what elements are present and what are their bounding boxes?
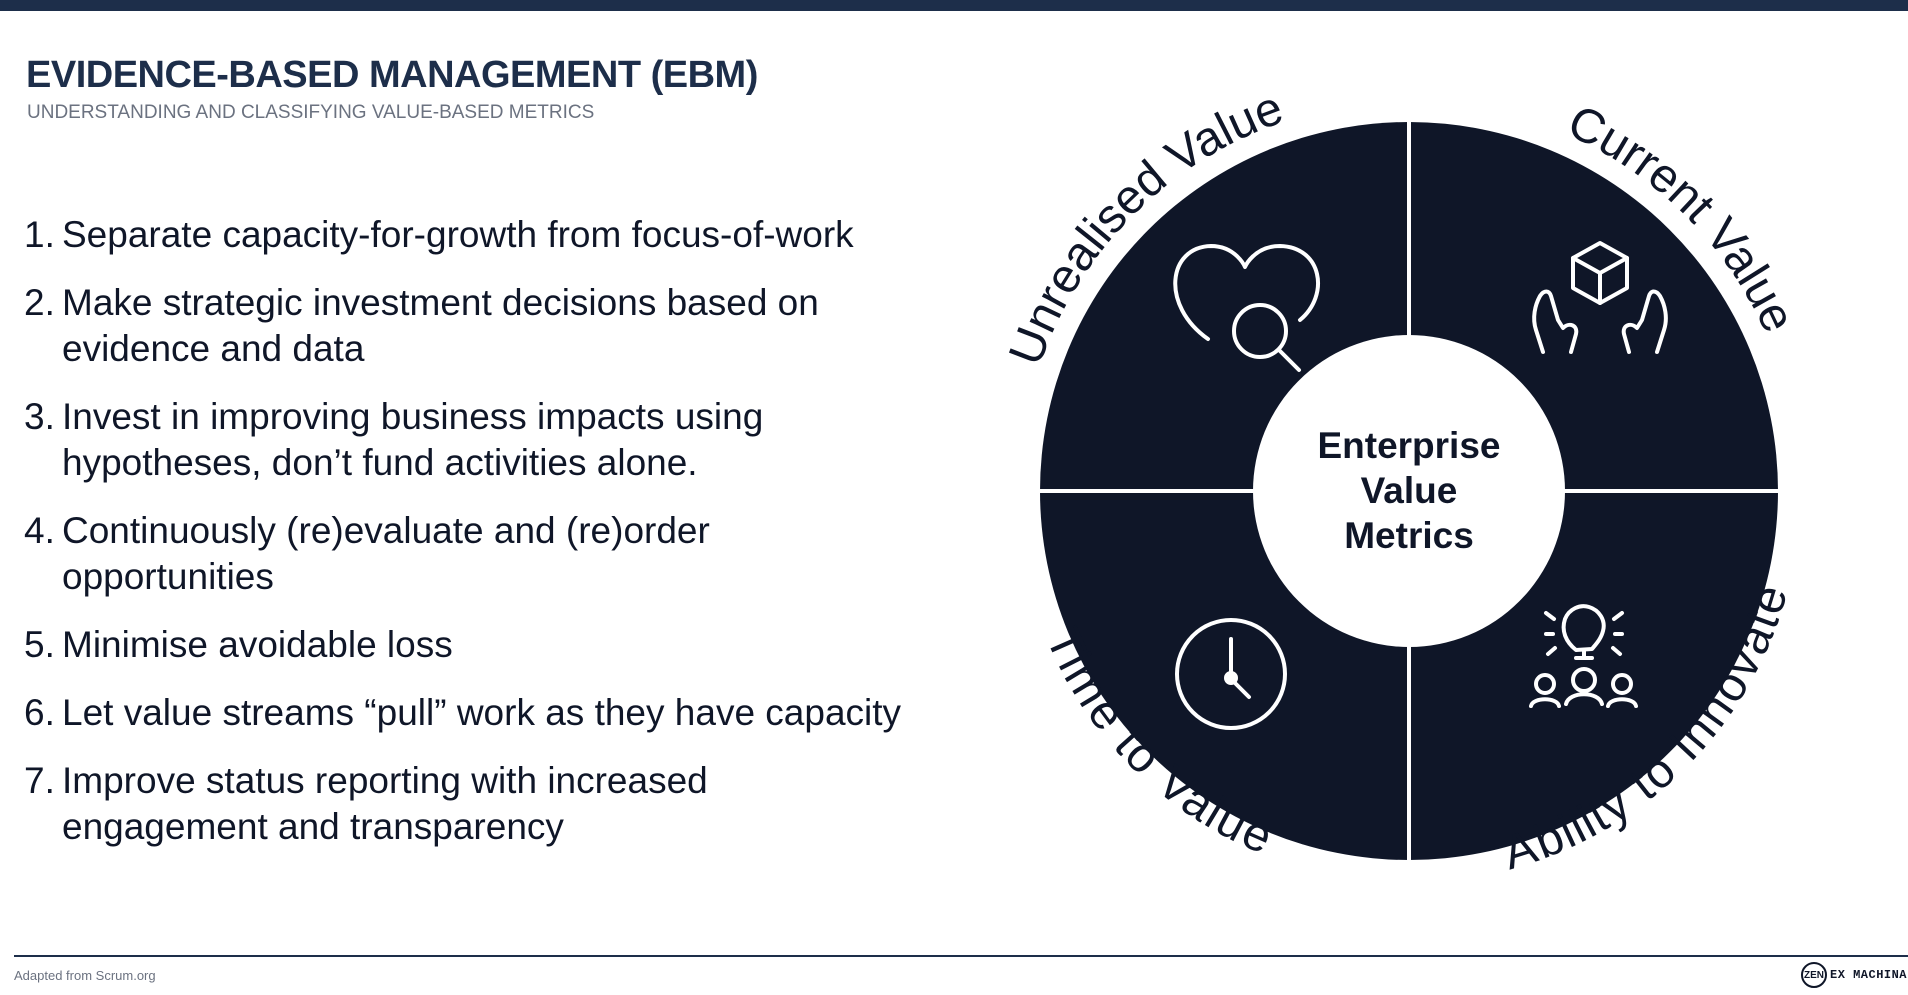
top-accent-bar [0, 0, 1908, 11]
list-number: 1. [24, 214, 55, 255]
lightbulb-team-icon [1529, 604, 1638, 708]
page-subtitle: UNDERSTANDING AND CLASSIFYING VALUE-BASE… [27, 102, 595, 123]
list-item: 7. Improve status reporting with increas… [24, 758, 822, 850]
center-label-line-2: Value [1361, 470, 1458, 511]
list-item: 6. Let value streams “pull” work as they… [24, 690, 984, 736]
logo-mark: ZEN [1801, 962, 1827, 988]
list-number: 7. [24, 760, 55, 801]
logo-text: EX MACHINA [1830, 968, 1908, 982]
list-text: Separate capacity-for-growth from focus-… [62, 214, 854, 255]
list-number: 2. [24, 282, 55, 323]
wheel-center [1253, 335, 1565, 647]
list-number: 3. [24, 396, 55, 437]
list-item: 1. Separate capacity-for-growth from foc… [24, 212, 984, 258]
center-label-line-3: Metrics [1344, 515, 1474, 556]
list-item: 5. Minimise avoidable loss [24, 622, 984, 668]
list-number: 4. [24, 510, 55, 551]
list-number: 5. [24, 624, 55, 665]
list-text: Minimise avoidable loss [62, 624, 453, 665]
value-wheel-diagram: Enterprise Value Metrics Unrealised Valu… [1000, 81, 1805, 880]
hands-box-icon [1532, 241, 1668, 354]
list-text: Continuously (re)evaluate and (re)order … [62, 510, 710, 597]
principles-list: 1. Separate capacity-for-growth from foc… [24, 212, 984, 872]
list-item: 2. Make strategic investment decisions b… [24, 280, 912, 372]
list-text: Let value streams “pull” work as they ha… [62, 692, 902, 733]
page-title: EVIDENCE-BASED MANAGEMENT (EBM) [26, 54, 758, 96]
brand-logo: ZEN EX MACHINA [1801, 960, 1907, 990]
list-number: 6. [24, 692, 55, 733]
list-item: 4. Continuously (re)evaluate and (re)ord… [24, 508, 842, 600]
list-text: Invest in improving business impacts usi… [62, 396, 764, 483]
clock-icon [1175, 618, 1287, 730]
footer-source-note: Adapted from Scrum.org [14, 968, 156, 983]
center-label-line-1: Enterprise [1317, 425, 1500, 466]
list-item: 3. Invest in improving business impacts … [24, 394, 862, 486]
list-text: Improve status reporting with increased … [62, 760, 708, 847]
heart-magnifier-icon [1173, 244, 1320, 372]
list-text: Make strategic investment decisions base… [62, 282, 819, 369]
footer-divider [14, 955, 1908, 957]
